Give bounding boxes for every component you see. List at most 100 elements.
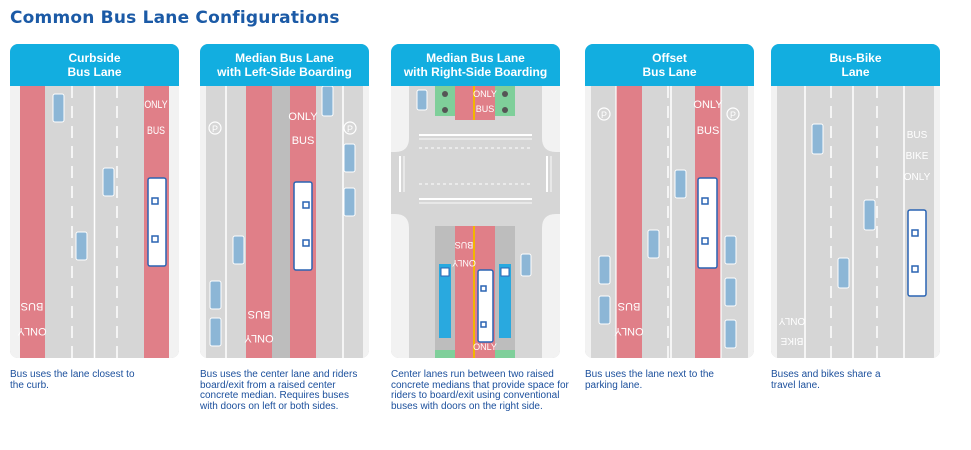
panel-title-line2: Bus Lane [642, 65, 697, 79]
signal-box [435, 86, 455, 116]
car [343, 187, 356, 217]
car [724, 235, 737, 265]
curbside-road-diagram: ONLY BUS BUS ONLY [10, 86, 179, 358]
panel-title-line2: Bus Lane [67, 65, 122, 79]
bus [907, 209, 927, 297]
bus-bike-road-diagram: BUS BIKE ONLY ONLY BIKE [771, 86, 940, 358]
car [674, 169, 687, 199]
caption-median-right-boarding: Center lanes run between two raised conc… [391, 369, 569, 412]
bus [697, 177, 718, 269]
lane-marking-text: ONLY [473, 342, 497, 352]
panel-header: Curbside Bus Lane [10, 44, 179, 86]
panel-header: Offset Bus Lane [585, 44, 754, 86]
panel-header: Bus-Bike Lane [771, 44, 940, 86]
parking-symbol: P [347, 124, 353, 134]
car [811, 123, 824, 155]
sidewalk-corner [391, 214, 409, 358]
center-line [473, 226, 475, 358]
lane-marking-text: ONLY [778, 315, 805, 326]
panel-title-line1: Bus-Bike [829, 51, 882, 65]
boarding-platform [499, 264, 511, 338]
lane-marking-text: BUS [21, 300, 44, 312]
caption-curbside: Bus uses the lane closest to the curb. [10, 369, 135, 391]
lane-marking-text: BUS [618, 300, 641, 312]
bus-lane [475, 86, 495, 120]
car [102, 167, 115, 197]
panel-header: Median Bus Lane with Right-Side Boarding [391, 44, 560, 86]
lane-marking-text: ONLY [904, 172, 931, 183]
sidewalk-corner [542, 214, 560, 358]
car [863, 199, 876, 231]
car [520, 253, 532, 277]
panel-median-right-boarding: Median Bus Lane with Right-Side Boarding… [391, 44, 560, 358]
car [598, 255, 611, 285]
parking-symbol: P [601, 110, 607, 120]
bus [293, 181, 313, 271]
lane-marking-text: ONLY [614, 325, 644, 337]
lane-marking-text: ONLY [244, 332, 274, 344]
lane-marking-text: ONLY [693, 99, 723, 111]
panel-curbside: Curbside Bus Lane ONLY BUS BUS ONLY [10, 44, 179, 358]
boarding-median [272, 86, 290, 358]
bus-lane [616, 86, 642, 358]
lane-marking-text: BUS [292, 135, 315, 147]
parking-symbol: P [730, 110, 736, 120]
panel-title-line2: Lane [841, 65, 870, 79]
bus-lane [20, 86, 45, 358]
lane-marking-text: BUS [697, 125, 720, 137]
car [598, 295, 611, 325]
panel-title-line1: Median Bus Lane [235, 51, 334, 65]
car [837, 257, 850, 289]
signal-box [435, 350, 455, 358]
signal-box [495, 350, 515, 358]
panel-median-left-boarding: Median Bus Lane with Left-Side Boarding … [200, 44, 369, 358]
lane-marking-text: BIKE [906, 151, 929, 162]
lane-marking-text: BUS [248, 308, 271, 320]
car [647, 229, 660, 259]
bus-lane [246, 86, 272, 358]
lane-marking-text: ONLY [288, 111, 318, 123]
panel-title-line2: with Right-Side Boarding [403, 65, 548, 79]
median-right-road-diagram: ONLY BUS [391, 86, 560, 358]
lane-marking-text: BUS [476, 104, 495, 114]
sidewalk-corner [391, 86, 409, 152]
center-line [473, 86, 475, 120]
car [232, 235, 245, 265]
page-title: Common Bus Lane Configurations [10, 8, 340, 28]
bus-lane [455, 86, 473, 120]
lane-marking-text: BUS [147, 125, 165, 137]
caption-offset: Bus uses the lane next to the parking la… [585, 369, 714, 391]
signal-box [495, 86, 515, 116]
parking-symbol: P [212, 124, 218, 134]
caption-median-left-boarding: Bus uses the center lane and riders boar… [200, 369, 358, 412]
car [209, 317, 222, 347]
lane-marking-text: BUS [455, 240, 474, 250]
offset-road-diagram: P P ONLY BUS BUS ONLY [585, 86, 754, 358]
car [52, 93, 65, 123]
panel-title-line1: Median Bus Lane [426, 51, 525, 65]
lane-marking-text: BIKE [780, 335, 803, 346]
boarding-platform [439, 264, 451, 338]
panel-bus-bike: Bus-Bike Lane BUS BIKE ONLY ONLY BIKE [771, 44, 940, 358]
bus [477, 269, 494, 343]
car [724, 277, 737, 307]
car [75, 231, 88, 261]
car [416, 89, 428, 111]
car [724, 319, 737, 349]
lane-marking-text: ONLY [452, 258, 476, 268]
lane-marking-text: BUS [907, 130, 928, 141]
car [209, 280, 222, 310]
lane-marking-text: ONLY [17, 325, 47, 337]
panel-header: Median Bus Lane with Left-Side Boarding [200, 44, 369, 86]
sidewalk-corner [542, 86, 560, 152]
panel-offset: Offset Bus Lane P P [585, 44, 754, 358]
lane-marking-text: ONLY [473, 89, 497, 99]
panel-title-line2: with Left-Side Boarding [217, 65, 352, 79]
lane-marking-text: ONLY [144, 99, 168, 111]
car [321, 86, 334, 117]
median-left-road-diagram: P P ONLY BUS BUS ONLY [200, 86, 369, 358]
panel-title-line1: Curbside [68, 51, 121, 65]
panel-title-line1: Offset [652, 51, 687, 65]
bus-lane [455, 226, 473, 358]
car [343, 143, 356, 173]
